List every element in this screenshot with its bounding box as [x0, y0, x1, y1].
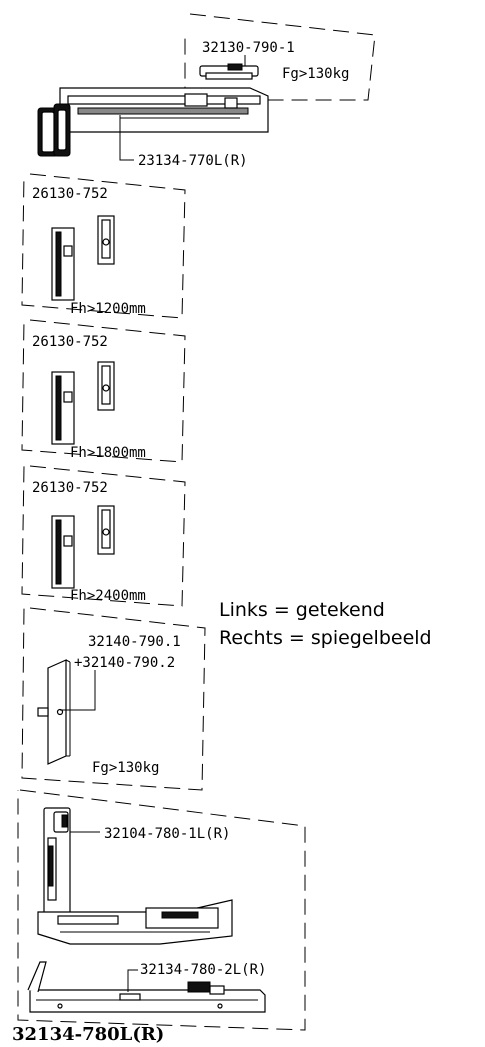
plate-condition: Fg>130kg [92, 760, 159, 776]
bottom-hinge-shape [37, 807, 233, 945]
hinge-set-2-condition: Fh>1800mm [70, 445, 146, 461]
hinge-set-2-dashed-box [21, 319, 186, 463]
plate-group: 32140-790.1 +32140-790.2 Fg>130kg [21, 607, 206, 791]
hinge-set-3-group: 26130-752 Fh>2400mm [21, 465, 186, 607]
top-arm-shape [37, 87, 269, 157]
hinge-set-3-parts [51, 505, 115, 589]
hinge-set-3-condition: Fh>2400mm [70, 588, 146, 604]
bottom-assembly-group: 32104-780-1L(R) 32134-780-2L(R) 32134-78… [12, 789, 306, 1045]
plate-shape [37, 659, 71, 765]
plate-dashed-box [21, 607, 206, 791]
top-arm-group: 23134-770L(R) [37, 87, 269, 169]
top-small-part-shape [199, 63, 259, 80]
hinge-set-3-code: 26130-752 [32, 480, 108, 496]
plate-code-line1: 32140-790.1 [88, 634, 181, 650]
hinge-set-1-dashed-box [21, 173, 186, 319]
bottom-assembly-code: 32134-780L(R) [12, 1024, 164, 1045]
top-small-part-code: 32130-790-1 [202, 40, 295, 56]
hinge-set-1-code: 26130-752 [32, 186, 108, 202]
top-arm-leader [119, 115, 134, 161]
plate-code-line2: +32140-790.2 [74, 655, 175, 671]
plate-leader [60, 670, 96, 711]
note-right-mirrored: Rechts = spiegelbeeld [219, 627, 432, 649]
hinge-set-1-condition: Fh>1200mm [70, 301, 146, 317]
bottom-assembly-dashed-box [17, 789, 306, 1031]
hinge-set-2-parts [51, 361, 115, 445]
top-small-part-group: 32130-790-1 Fg>130kg [184, 13, 376, 101]
top-small-part-condition: Fg>130kg [282, 66, 349, 82]
hinge-set-2-code: 26130-752 [32, 334, 108, 350]
top-arm-code: 23134-770L(R) [138, 153, 248, 169]
hinge-set-1-group: 26130-752 Fh>1200mm [21, 173, 186, 319]
hinge-set-3-dashed-box [21, 465, 186, 607]
note-left-drawn: Links = getekend [219, 599, 385, 621]
hinge-set-2-group: 26130-752 Fh>1800mm [21, 319, 186, 463]
bottom-hinge-code: 32104-780-1L(R) [104, 826, 230, 842]
bottom-rail-code: 32134-780-2L(R) [140, 962, 266, 978]
bottom-rail-leader [127, 969, 138, 992]
hinge-set-1-parts [51, 215, 115, 301]
top-small-part-dashed-box [184, 13, 376, 101]
bottom-rail-shape [27, 961, 266, 1013]
